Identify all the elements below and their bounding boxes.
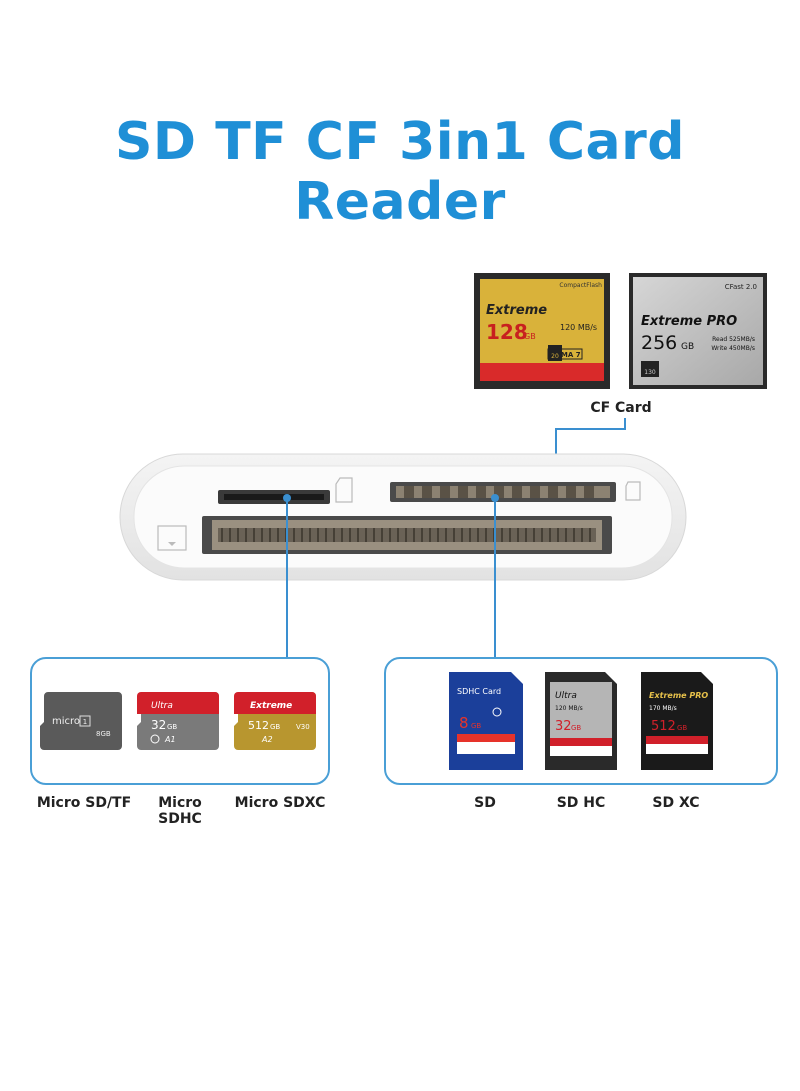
sd2-unit: GB — [571, 724, 581, 732]
micro3-class: A2 — [261, 735, 273, 744]
micro-connector-v — [286, 500, 288, 658]
cf2-capacity: 256 — [641, 332, 677, 354]
sd3-series: Extreme PRO — [649, 691, 708, 700]
sd3-capacity: 512 — [651, 719, 676, 734]
cf-card-extreme: CompactFlash Extreme 128 GB 120 MB/s UDM… — [474, 273, 610, 389]
micro-sdxc-card: Extreme 512 GB V30 A2 — [234, 692, 316, 750]
cf1-vpg: 20 — [551, 353, 559, 360]
sd2-series: Ultra — [555, 691, 577, 701]
cfast-card-extreme-pro: CFast 2.0 Extreme PRO 256 GB Read 525MB/… — [629, 273, 767, 389]
cf1-capacity: 128 — [486, 320, 528, 344]
cf2-vpg: 130 — [644, 369, 656, 376]
cf2-unit: GB — [681, 342, 694, 352]
micro2-series: Ultra — [151, 701, 173, 711]
sd1-series: SDHC Card — [457, 687, 501, 696]
cf-connector-tick — [624, 418, 626, 430]
micro2-unit: GB — [167, 723, 177, 731]
micro-sd-card: micro 1 8GB — [40, 692, 122, 750]
sd3-unit: GB — [677, 724, 687, 732]
micro3-vclass: V30 — [296, 723, 310, 731]
cf2-brand: CFast 2.0 — [725, 283, 757, 291]
cf2-read: Read 525MB/s — [712, 336, 755, 343]
micro2-capacity: 32 — [151, 718, 166, 732]
micro3-unit: GB — [270, 723, 280, 731]
micro-sd-label: Micro SD/TF — [36, 795, 132, 811]
sd2-speed: 120 MB/s — [555, 705, 583, 712]
micro1-badge: 1 — [83, 718, 87, 726]
micro1-logo: micro — [52, 716, 80, 727]
cf2-series: Extreme PRO — [641, 314, 737, 329]
sd-hc-label: SD HC — [556, 795, 606, 811]
page-title: SD TF CF 3in1 Card Reader — [114, 112, 686, 232]
micro1-capacity: 8GB — [96, 730, 111, 738]
sd1-unit: GB — [471, 722, 481, 730]
sd3-speed: 170 MB/s — [649, 705, 677, 712]
sdxc-extreme-pro-card: Extreme PRO 170 MB/s 512 GB — [641, 672, 713, 770]
cf1-speed: 120 MB/s — [560, 323, 597, 332]
sd1-capacity: 8 — [459, 714, 469, 732]
sdhc-ultra-card: Ultra 120 MB/s 32 GB — [545, 672, 617, 770]
card-reader-device — [119, 453, 687, 581]
cf1-udma: UDMA 7 — [549, 351, 580, 359]
sd-xc-label: SD XC — [652, 795, 700, 811]
cf-card-label: CF Card — [590, 400, 652, 416]
cf1-brand: CompactFlash — [559, 282, 602, 289]
micro2-class: A1 — [164, 735, 176, 744]
cf1-unit: GB — [524, 332, 536, 341]
sd-slot-dot — [491, 494, 499, 502]
sdhc-card: SDHC Card 8 GB — [449, 672, 523, 770]
micro-sdhc-label: Micro SDHC — [158, 795, 202, 827]
cf-connector-h — [556, 428, 626, 430]
sd2-capacity: 32 — [555, 719, 572, 734]
micro-sdhc-card: Ultra 32 GB A1 — [137, 692, 219, 750]
micro-slot-dot — [283, 494, 291, 502]
sd-label: SD — [474, 795, 496, 811]
cf2-write: Write 450MB/s — [711, 345, 755, 352]
micro-sdxc-label: Micro SDXC — [234, 795, 326, 811]
sd-connector-v — [494, 500, 496, 658]
micro3-series: Extreme — [250, 701, 292, 711]
cf1-series: Extreme — [486, 303, 547, 318]
micro3-capacity: 512 — [248, 719, 269, 732]
